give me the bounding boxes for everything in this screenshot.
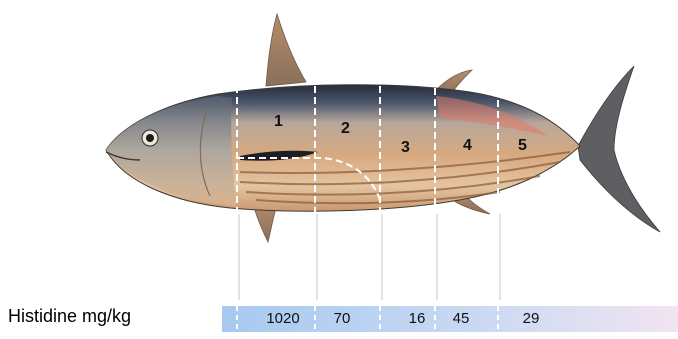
histidine-value-4: 45: [438, 308, 484, 330]
histidine-value-3: 16: [402, 308, 432, 330]
fish-pupil: [146, 134, 154, 142]
section-label-2: 2: [341, 120, 350, 137]
histidine-value-1: 1020: [260, 308, 306, 330]
histidine-value-2: 70: [316, 308, 368, 330]
histidine-value-5: 29: [508, 308, 554, 330]
histidine-row-label: Histidine mg/kg: [8, 306, 131, 327]
section-label-1: 1: [274, 113, 283, 130]
section-label-3: 3: [401, 139, 410, 156]
tail-fin: [578, 66, 660, 232]
section-divider-shadows: [239, 214, 500, 300]
dorsal-fin: [266, 14, 306, 86]
section-label-4: 4: [463, 137, 472, 154]
section-label-5: 5: [518, 137, 527, 154]
head-region: [106, 96, 236, 206]
